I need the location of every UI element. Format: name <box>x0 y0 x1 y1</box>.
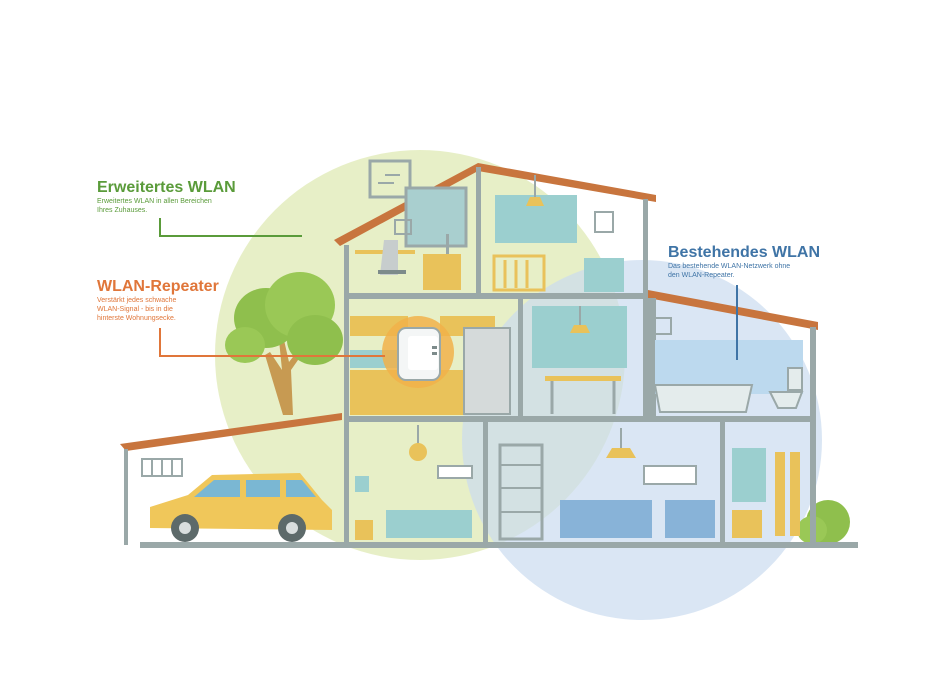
main-roof <box>334 163 656 246</box>
wlan-repeater-icon <box>382 316 454 388</box>
existing-wlan-desc-2: den WLAN-Repeater. <box>668 272 735 279</box>
extended-wlan-desc-2: Ihres Zuhauses. <box>97 207 148 214</box>
existing-wlan-title: Bestehendes WLAN <box>668 244 821 261</box>
tree-illustration <box>225 272 343 415</box>
extended-wlan-title: Erweitertes WLAN <box>97 179 236 196</box>
extended-wlan-desc-1: Erweitertes WLAN in allen Bereichen <box>97 198 212 205</box>
wlan-repeater-desc-2: WLAN-Signal - bis in die <box>97 306 173 313</box>
wlan-repeater-title: WLAN-Repeater <box>97 278 219 295</box>
existing-wlan-desc-1: Das bestehende WLAN-Netzwerk ohne <box>668 263 791 270</box>
label-leader-lines <box>159 218 738 360</box>
wlan-repeater-label: WLAN-Repeater Verstärkt jedes schwache W… <box>97 278 287 323</box>
house-walls <box>140 167 858 548</box>
car-illustration <box>150 473 332 542</box>
carport <box>120 413 342 545</box>
existing-wlan-label: Bestehendes WLAN Das bestehende WLAN-Net… <box>668 244 858 280</box>
wlan-repeater-desc-3: hinterste Wohnungsecke. <box>97 315 176 322</box>
wlan-repeater-desc-1: Verstärkt jedes schwache <box>97 297 177 304</box>
extended-wlan-label: Erweitertes WLAN Erweitertes WLAN in all… <box>97 179 287 215</box>
